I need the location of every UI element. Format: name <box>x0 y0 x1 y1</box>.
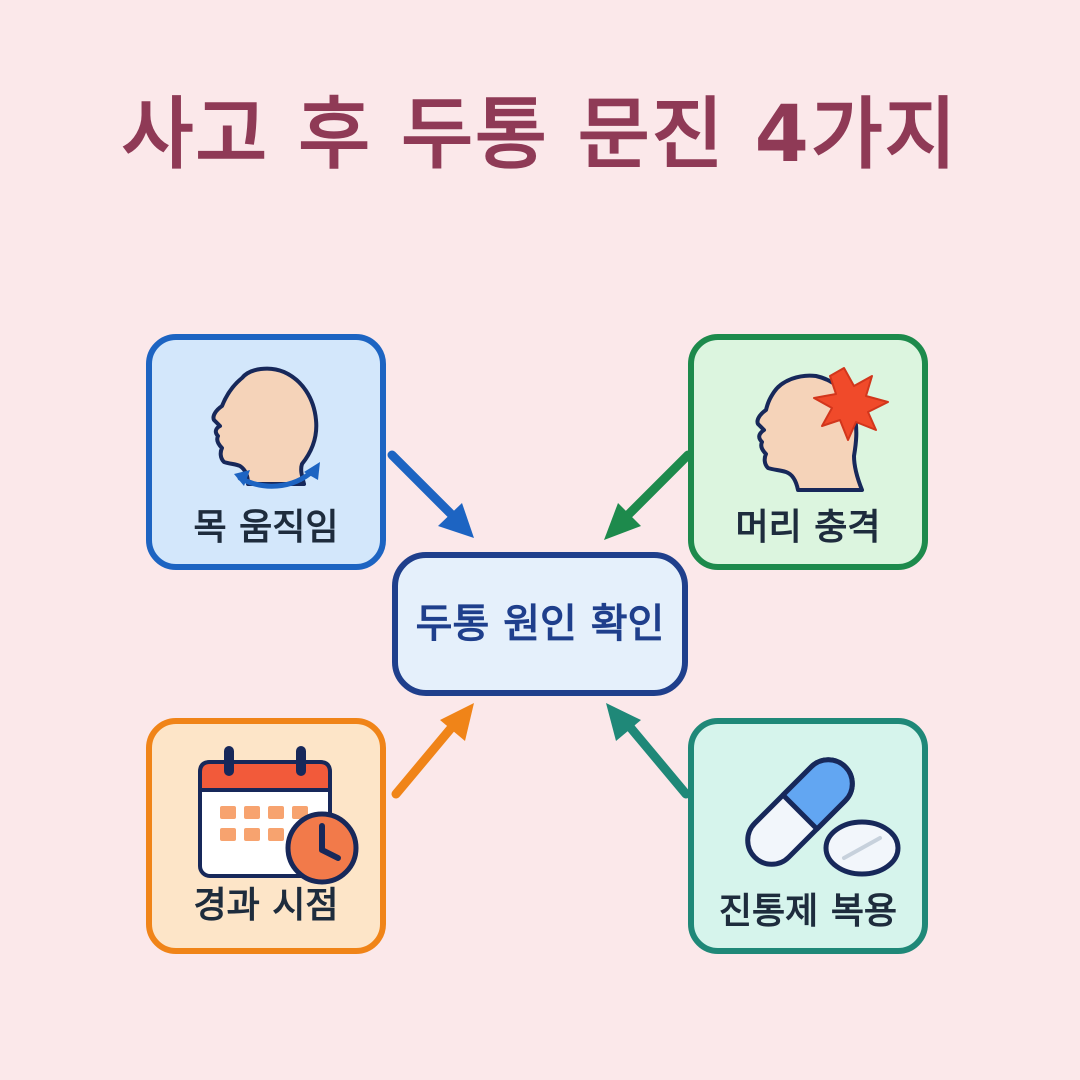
arrowhead-pill <box>606 703 641 741</box>
arrow-head <box>623 450 693 520</box>
card-head-impact: 머리 충격 <box>688 334 928 570</box>
arrowhead-time <box>440 703 474 741</box>
arrow-time <box>391 722 457 799</box>
head-neck-rotation-icon <box>211 366 320 489</box>
pill-capsule-icon <box>745 757 901 877</box>
head-impact-icon <box>755 367 889 492</box>
card-neck-movement: 목 움직임 <box>146 334 386 570</box>
arrow-pill <box>625 722 691 799</box>
center-label: 두통 원인 확인 <box>415 601 665 647</box>
center-node: 두통 원인 확인 <box>392 552 688 696</box>
arrow-neck <box>387 450 457 520</box>
page-title: 사고 후 두통 문진 4가지 <box>121 90 959 180</box>
arrowhead-head <box>604 503 641 540</box>
card-painkiller: 진통제 복용 <box>688 718 928 954</box>
card-head-label: 머리 충격 <box>735 507 881 548</box>
calendar-clock-icon <box>198 746 359 885</box>
arrowhead-neck <box>438 503 474 538</box>
card-time-label: 경과 시점 <box>193 885 339 926</box>
card-elapsed-time: 경과 시점 <box>146 718 386 954</box>
card-neck-label: 목 움직임 <box>193 507 339 548</box>
card-pill-label: 진통제 복용 <box>718 891 898 932</box>
